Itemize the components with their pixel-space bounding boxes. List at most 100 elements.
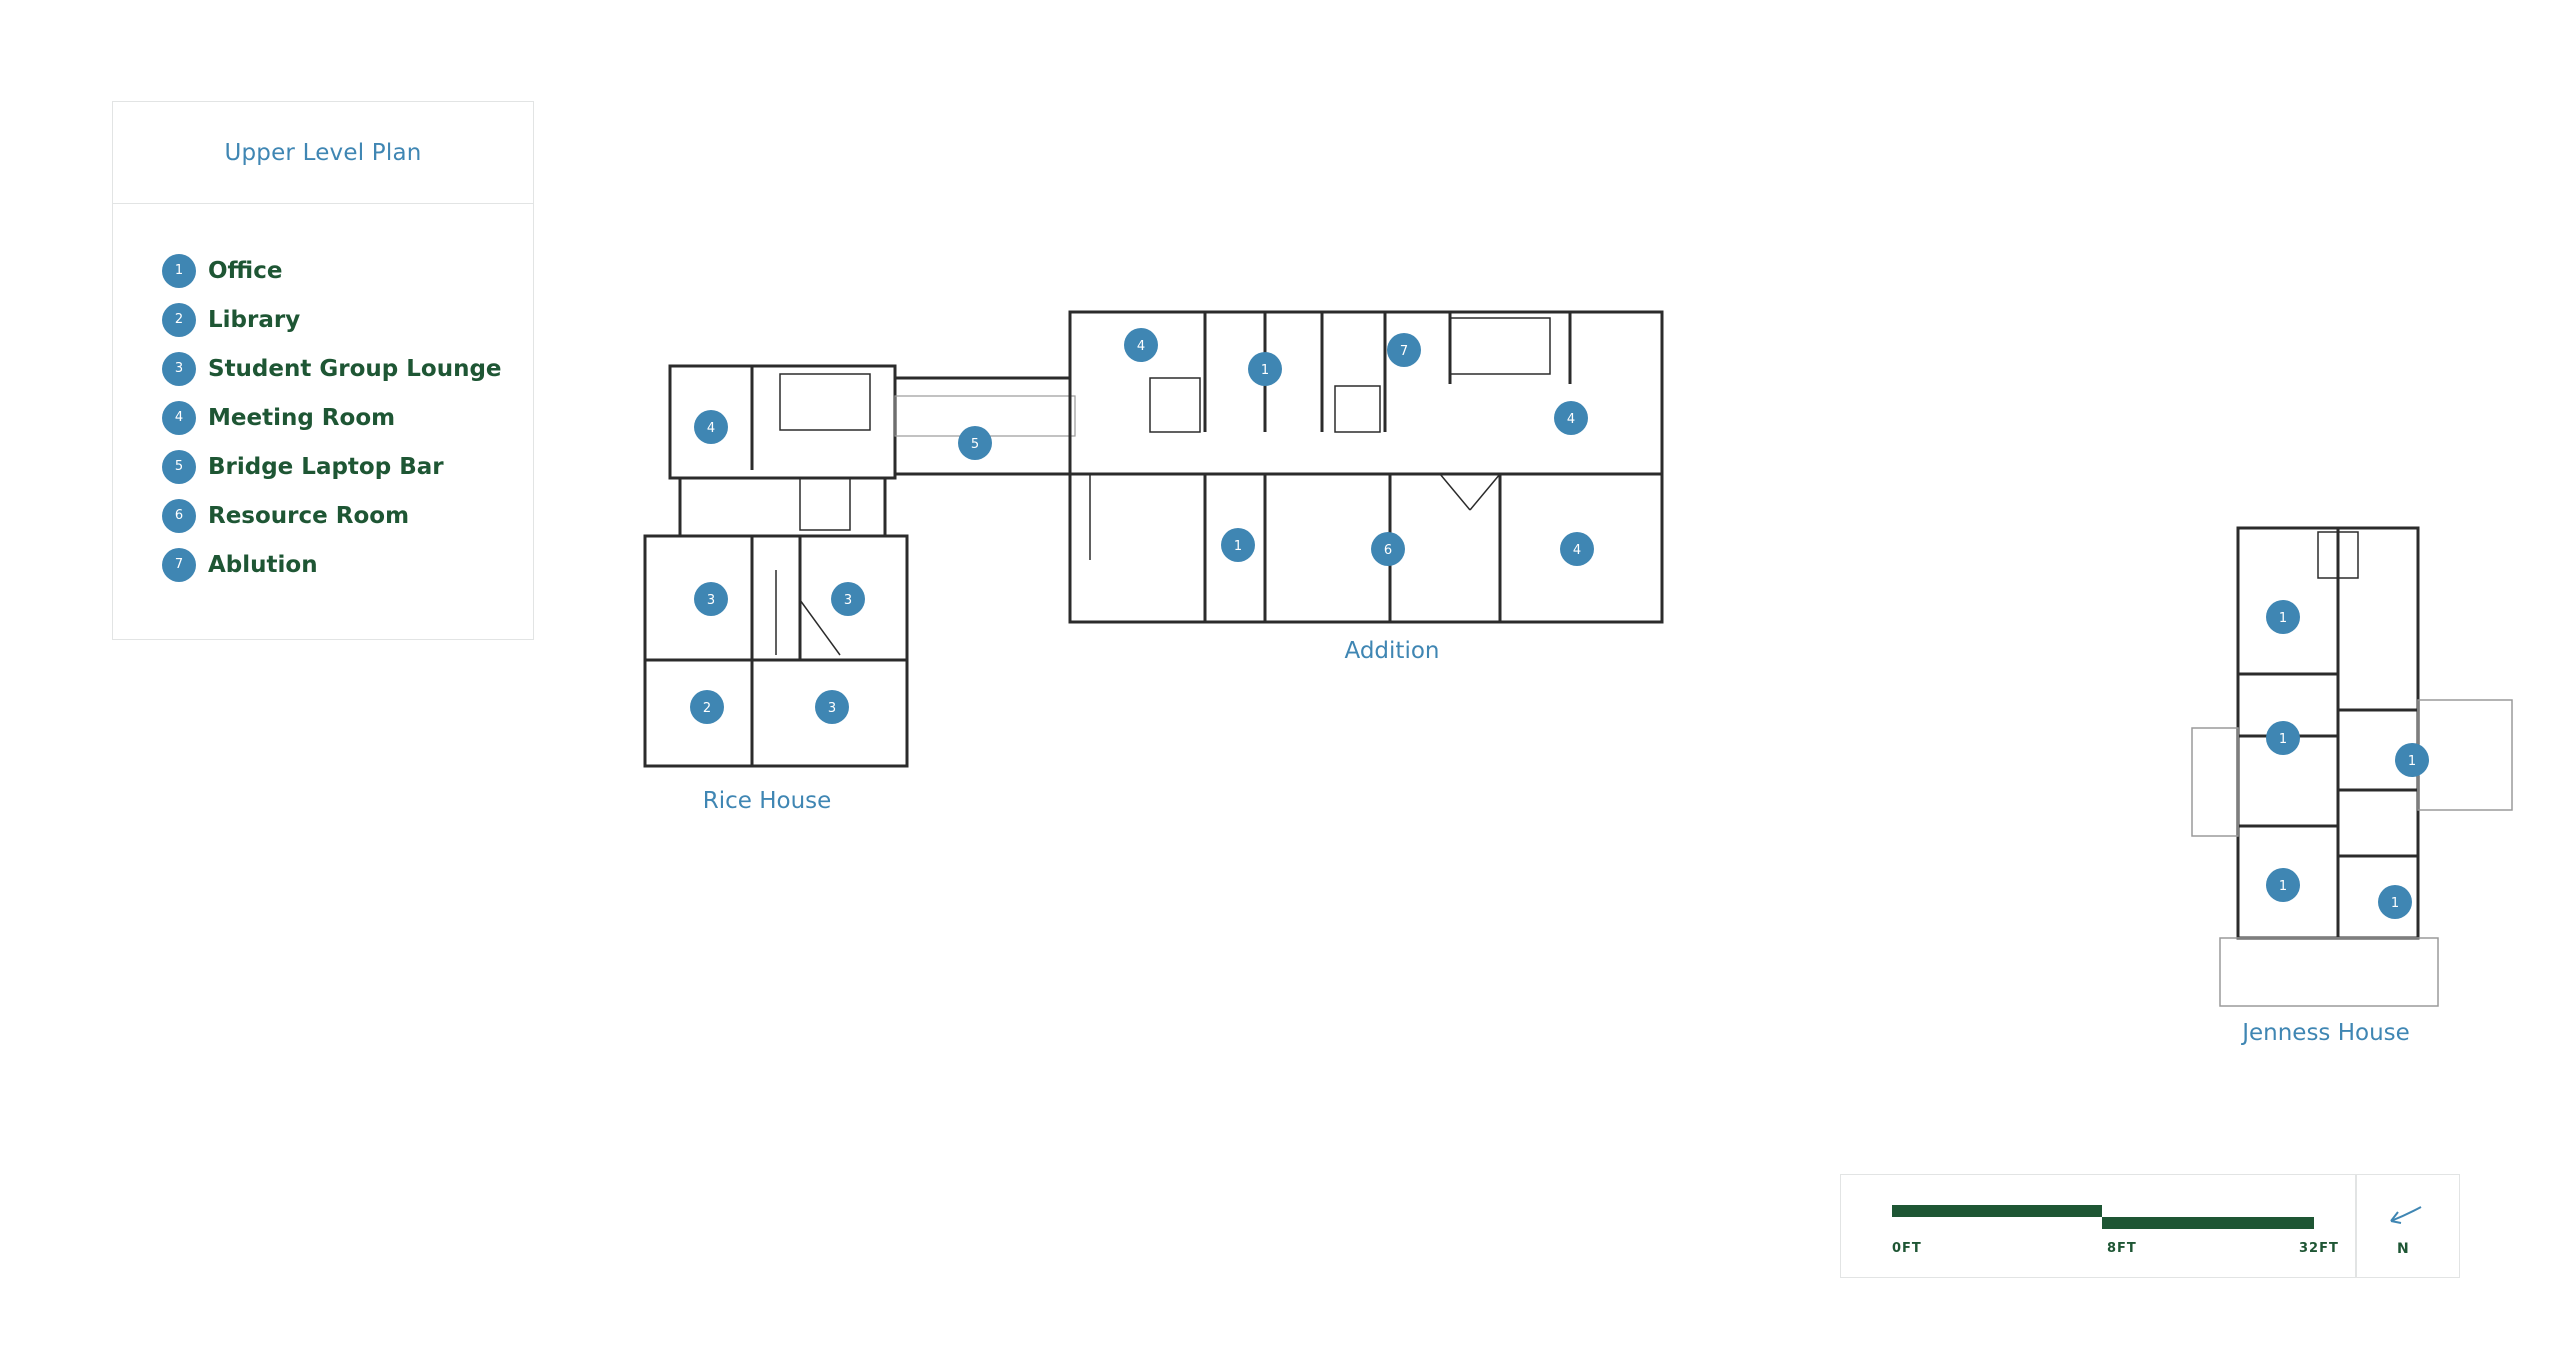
room-marker-number: 1 [1261, 363, 1269, 378]
jenness-chimney [2317, 531, 2359, 579]
room-marker-dot [1124, 328, 1158, 362]
wall-lines [643, 310, 2513, 1007]
rice-stair [779, 373, 871, 431]
legend-label: Ablution [208, 551, 318, 578]
scale-tick-32ft: 32FT [2299, 1241, 2339, 1256]
jenness-porch [2191, 727, 2239, 837]
room-marker: 4 [694, 410, 728, 444]
legend-label: Bridge Laptop Bar [208, 453, 444, 480]
room-marker-dot [2378, 885, 2412, 919]
scale-bar-segment [2102, 1217, 2314, 1229]
room-marker: 3 [815, 690, 849, 724]
room-marker-number: 3 [828, 701, 836, 716]
legend-label: Student Group Lounge [208, 355, 502, 382]
building-label-jenness-house: Jenness House [2242, 1020, 2410, 1046]
room-marker: 1 [2266, 721, 2300, 755]
room-marker-number: 7 [1400, 344, 1408, 359]
scale-bar-segment [1892, 1205, 2102, 1217]
room-marker-dot [690, 690, 724, 724]
addition-closet [1334, 385, 1381, 433]
room-marker: 3 [694, 582, 728, 616]
legend-badge: 6 [162, 498, 196, 533]
jenness-deck [2219, 937, 2439, 1007]
room-marker-number: 3 [844, 593, 852, 608]
room-marker-dot [2395, 743, 2429, 777]
room-marker: 1 [2378, 885, 2412, 919]
addition-closet [1149, 377, 1201, 433]
jenness-porch [2417, 699, 2513, 811]
room-marker: 1 [1221, 528, 1255, 562]
room-marker-dot [958, 426, 992, 460]
room-marker-number: 1 [2279, 879, 2287, 894]
room-marker: 1 [2395, 743, 2429, 777]
room-marker: 4 [1560, 532, 1594, 566]
room-marker-dot [694, 582, 728, 616]
scale-tick-8ft: 8FT [2107, 1241, 2137, 1256]
addition-diagonal [1469, 473, 1501, 511]
room-marker-dot [831, 582, 865, 616]
room-marker: 4 [1124, 328, 1158, 362]
room-marker-dot [2266, 868, 2300, 902]
addition-diagonal [1439, 473, 1471, 511]
legend-label: Office [208, 257, 283, 284]
room-markers: 4 3 3 2 3 5 4 1 7 4 1 6 4 1 1 1 1 1 [690, 328, 2429, 919]
legend-badge: 1 [162, 253, 196, 288]
north-arrow-icon [2390, 1206, 2422, 1224]
room-marker-number: 1 [2279, 611, 2287, 626]
room-marker-number: 1 [2391, 896, 2399, 911]
bridge-plan [894, 376, 1076, 476]
room-marker-dot [1554, 401, 1588, 435]
legend-label: Meeting Room [208, 404, 396, 431]
room-marker-dot [1560, 532, 1594, 566]
room-marker: 5 [958, 426, 992, 460]
room-marker-number: 5 [971, 437, 979, 452]
legend-list: 1 Office 2 Library 3 Student Group Loung… [113, 204, 533, 589]
room-marker-dot [1221, 528, 1255, 562]
rice-south-wing [643, 534, 909, 768]
scale-bar-panel: 0FT 8FT 32FT N [1840, 1174, 2460, 1278]
room-marker-dot [2266, 600, 2300, 634]
legend-badge: 5 [162, 449, 196, 484]
legend-item-student-group-lounge: 3 Student Group Lounge [162, 344, 533, 393]
room-marker: 7 [1387, 333, 1421, 367]
addition-stair [1449, 317, 1551, 375]
room-marker: 1 [2266, 600, 2300, 634]
room-marker: 6 [1371, 532, 1405, 566]
legend-item-meeting-room: 4 Meeting Room [162, 393, 533, 442]
room-marker-number: 4 [1567, 412, 1575, 427]
legend-title: Upper Level Plan [113, 102, 533, 204]
room-marker: 1 [1248, 352, 1282, 386]
rice-house-plan [643, 364, 909, 768]
room-marker-number: 1 [2279, 732, 2287, 747]
legend-badge: 2 [162, 302, 196, 337]
room-marker-dot [1387, 333, 1421, 367]
room-marker-number: 4 [1573, 543, 1581, 558]
legend-badge: 7 [162, 547, 196, 582]
legend-item-bridge-laptop-bar: 5 Bridge Laptop Bar [162, 442, 533, 491]
legend-badge: 4 [162, 400, 196, 435]
room-marker-number: 1 [1234, 539, 1242, 554]
room-marker: 3 [831, 582, 865, 616]
jenness-house-plan [2191, 526, 2513, 1007]
addition-outline [1068, 310, 1664, 624]
rice-closet [799, 477, 851, 531]
room-marker-number: 1 [2408, 754, 2416, 769]
room-marker-dot [694, 410, 728, 444]
room-marker: 2 [690, 690, 724, 724]
legend-label: Library [208, 306, 301, 333]
room-marker: 4 [1554, 401, 1588, 435]
room-marker: 1 [2266, 868, 2300, 902]
scale-divider [2355, 1175, 2357, 1277]
room-marker-number: 4 [707, 421, 715, 436]
room-marker-dot [2266, 721, 2300, 755]
legend-item-office: 1 Office [162, 246, 533, 295]
north-label: N [2397, 1241, 2409, 1257]
legend-item-ablution: 7 Ablution [162, 540, 533, 589]
rice-diagonal [799, 599, 841, 656]
addition-plan [1068, 310, 1664, 624]
room-marker-dot [1248, 352, 1282, 386]
room-marker-dot [815, 690, 849, 724]
north-arrow-shaft [2390, 1206, 2422, 1222]
jenness-outline [2236, 526, 2420, 940]
